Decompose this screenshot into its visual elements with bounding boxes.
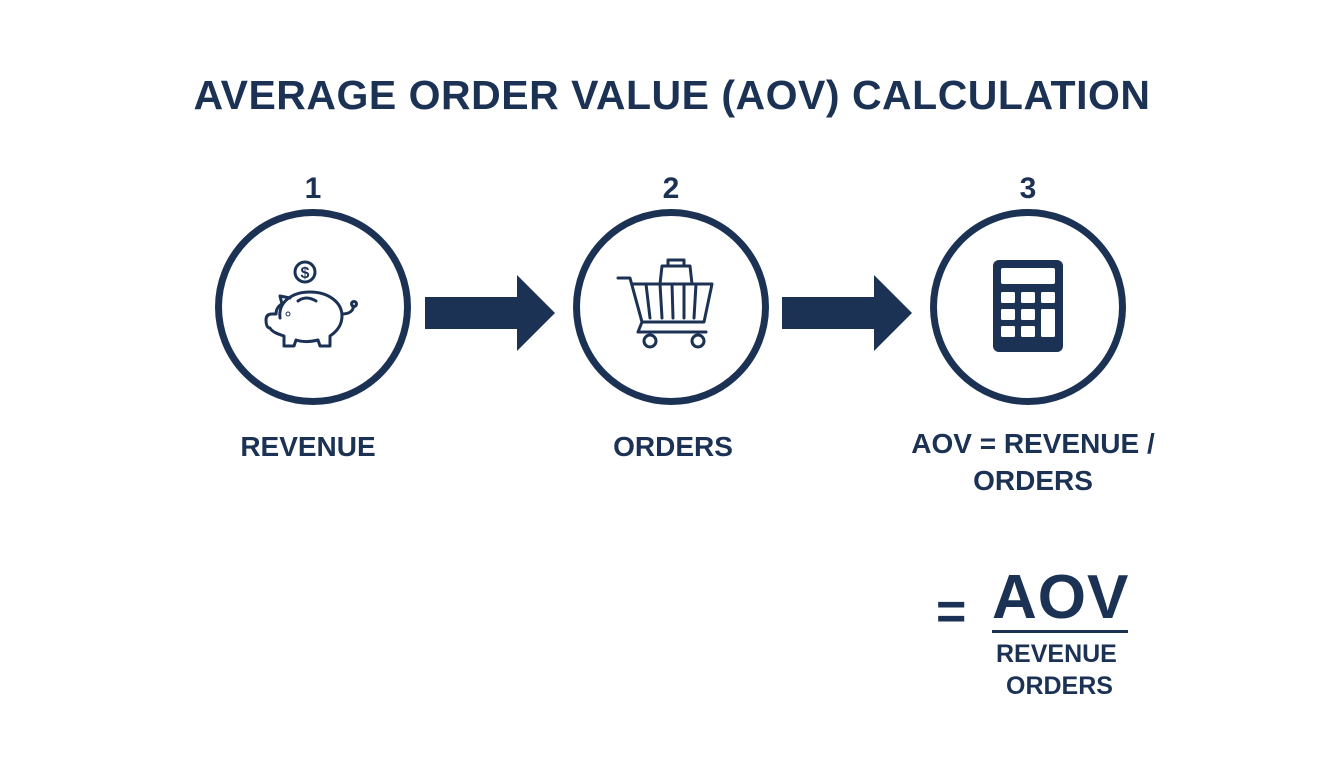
formula-fraction-bar: [992, 630, 1128, 633]
formula-numerator: REVENUE: [996, 640, 1117, 668]
step-1-circle: $: [215, 209, 411, 405]
arrow-right-icon: [425, 275, 555, 351]
shopping-cart-icon: [616, 258, 714, 349]
step-3-label-line-1: AOV = REVENUE /: [911, 428, 1155, 459]
aov-formula: = AOV REVENUE ORDERS: [930, 560, 1150, 710]
step-2-label: ORDERS: [613, 431, 733, 462]
page-title: AVERAGE ORDER VALUE (AOV) CALCULATION: [193, 72, 1151, 118]
formula-result: AOV: [992, 563, 1130, 632]
step-2-circle: [573, 209, 769, 405]
svg-text:$: $: [301, 265, 310, 282]
step-1-label: REVENUE: [240, 431, 376, 462]
formula-denominator: ORDERS: [1006, 672, 1113, 700]
step-3-label: AOV = REVENUE / ORDERS: [898, 425, 1168, 499]
step-3-label-line-2: ORDERS: [973, 465, 1093, 496]
formula-equals-sign: =: [936, 583, 967, 641]
step-3-circle: [930, 209, 1126, 405]
step-1-number: 1: [304, 172, 322, 205]
calculator-icon: [993, 260, 1063, 352]
arrow-right-icon: [782, 275, 912, 351]
piggy-bank-icon: $: [264, 260, 358, 348]
step-3-number: 3: [1019, 172, 1037, 205]
step-2-number: 2: [662, 172, 680, 205]
